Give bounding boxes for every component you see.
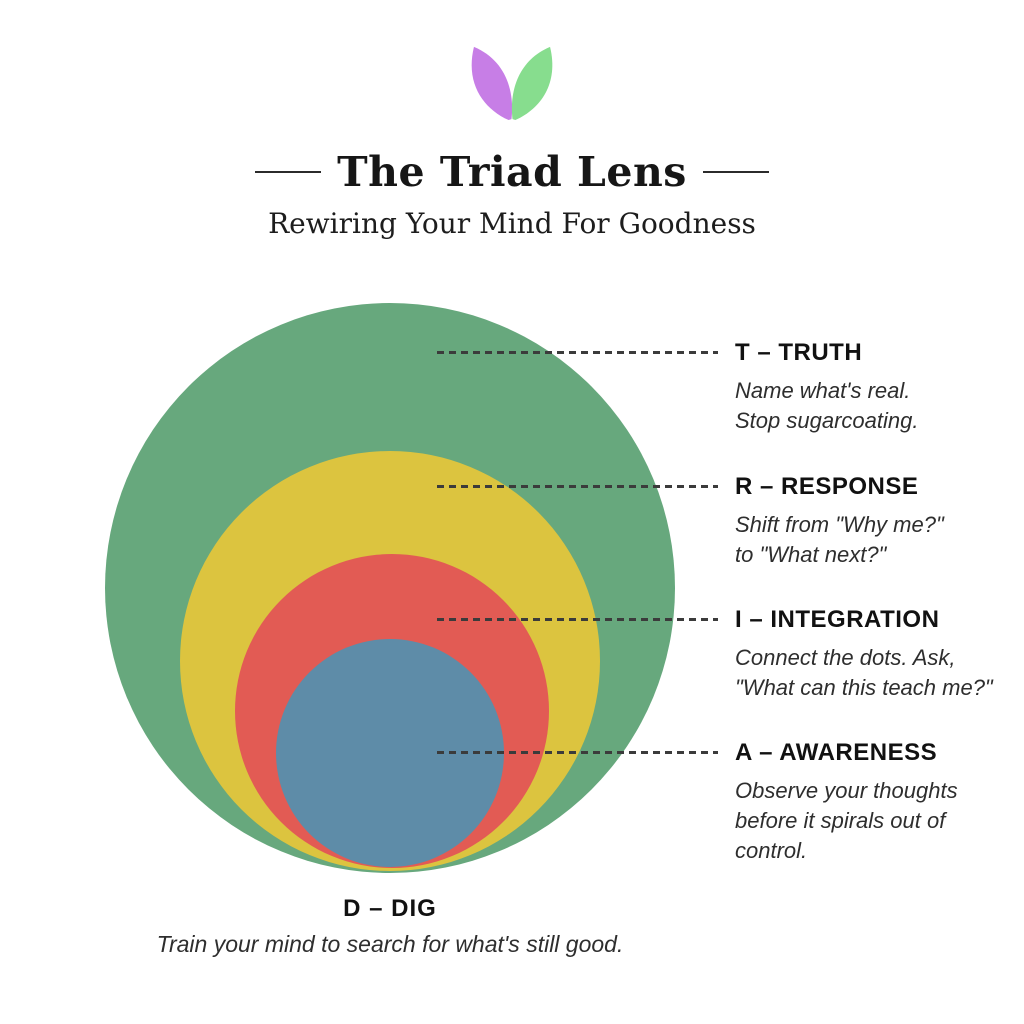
desc-truth: Name what's real. Stop sugarcoating.: [735, 378, 919, 433]
desc-integration: Connect the dots. Ask, "What can this te…: [735, 645, 993, 700]
annotation-integration: I – INTEGRATION Connect the dots. Ask, "…: [735, 606, 1024, 703]
label-response: R – RESPONSE: [735, 473, 919, 500]
label-integration: I – INTEGRATION: [735, 606, 940, 633]
label-truth: T – TRUTH: [735, 339, 863, 366]
leader-line-integration: [437, 618, 718, 621]
annotation-response: R – RESPONSE Shift from "Why me?" to "Wh…: [735, 473, 1024, 570]
leader-line-response: [437, 485, 718, 488]
leader-line-truth: [437, 351, 718, 354]
annotation-dig: D – DIG Train your mind to search for wh…: [30, 895, 750, 958]
leader-line-awareness: [437, 751, 718, 754]
label-awareness: A – AWARENESS: [735, 739, 938, 766]
desc-response: Shift from "Why me?" to "What next?": [735, 512, 944, 567]
title-rule-right: [702, 171, 769, 173]
leaf-logo-icon: [471, 46, 553, 121]
desc-dig: Train your mind to search for what's sti…: [156, 931, 624, 957]
page-subtitle: Rewiring Your Mind For Goodness: [268, 207, 756, 240]
title-rule-left: [255, 171, 322, 173]
right-leaf-icon: [511, 46, 553, 121]
label-dig: D – DIG: [343, 895, 437, 922]
left-leaf-icon: [471, 46, 513, 121]
page-title: The Triad Lens: [337, 148, 687, 196]
annotation-truth: T – TRUTH Name what's real. Stop sugarco…: [735, 339, 1024, 436]
title-row: The Triad Lens: [0, 148, 1024, 196]
annotation-awareness: A – AWARENESS Observe your thoughts befo…: [735, 739, 1024, 866]
desc-awareness: Observe your thoughts before it spirals …: [735, 778, 958, 863]
